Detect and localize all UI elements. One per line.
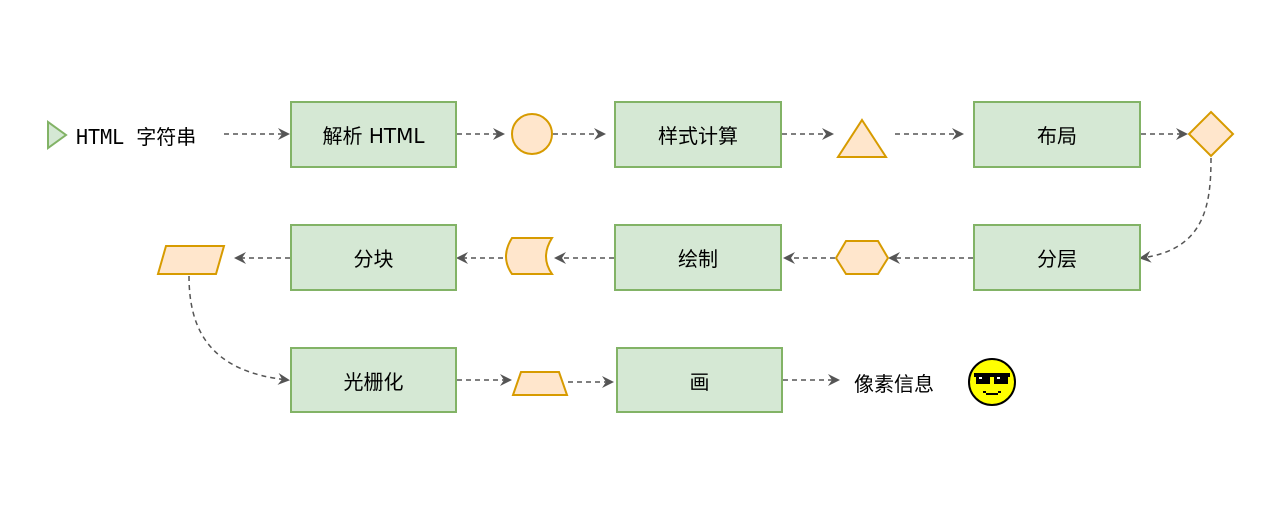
sunglasses-face-icon [968,358,1016,406]
tape-shape [505,237,554,275]
step-layout-label: 布局 [1037,124,1077,148]
step-parse-html: 解析 HTML [290,101,457,168]
step-style-calc: 样式计算 [614,101,782,168]
circle-shape [511,113,553,155]
step-tile-label: 分块 [353,247,394,271]
arrow-parallelogram-to-raster [188,275,290,385]
diamond-shape [1187,110,1235,158]
step-tile: 分块 [290,224,457,291]
arrow-diamond-to-layer [1139,157,1212,263]
output-label: 像素信息 [854,372,934,396]
step-raster: 光栅化 [290,347,457,413]
triangle-shape [836,118,888,158]
step-paint-label: 绘制 [678,247,718,271]
step-draw-label: 画 [689,369,710,394]
trapezoid-shape [511,371,569,396]
step-layout: 布局 [973,101,1141,168]
play-triangle-icon [47,120,68,150]
step-draw: 画 [616,347,783,413]
step-layer: 分层 [973,224,1141,291]
step-paint: 绘制 [614,224,782,291]
step-parse-html-label: 解析 HTML [322,124,425,148]
parallelogram-shape [156,245,226,275]
step-layer-label: 分层 [1037,247,1077,271]
step-style-calc-label: 样式计算 [658,124,738,148]
input-label: HTML 字符串 [76,125,197,149]
step-raster-label: 光栅化 [343,369,404,394]
hexagon-shape [834,240,890,275]
